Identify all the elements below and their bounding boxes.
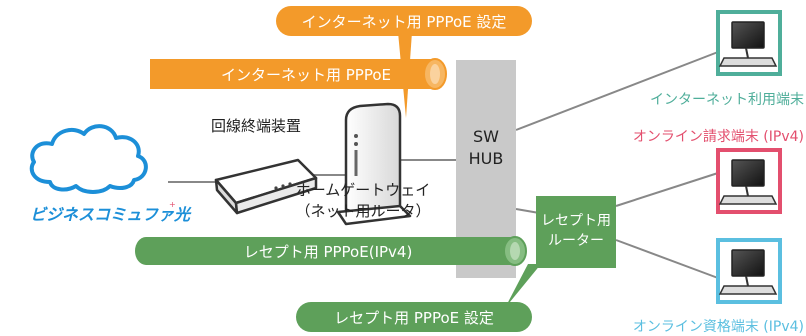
- receipt-pppoe-label: レセプト用 PPPoE(IPv4): [244, 243, 413, 261]
- router-icon: [336, 102, 412, 226]
- internet-pppoe-tube: [150, 58, 447, 90]
- pc-icon: [716, 10, 782, 76]
- hgw-label-line1: ホームゲートウェイ: [296, 181, 431, 199]
- hgw-label-line2: （ネット用ルータ）: [295, 202, 430, 220]
- pc-icon: [716, 148, 782, 214]
- receipt-pppoe-tube: [135, 236, 527, 266]
- onu-device-icon: [214, 158, 318, 215]
- internet-setting-callout: [276, 6, 532, 118]
- onu-label: 回線終端装置: [211, 117, 301, 135]
- sw-hub-label-line2: HUB: [469, 149, 504, 168]
- receipt-router-label-line1: レセプト用: [541, 213, 611, 229]
- pc-icon: [716, 238, 782, 304]
- receipt-router: [536, 196, 616, 268]
- receipt-setting-callout: [296, 264, 541, 332]
- internet-setting-label: インターネット用 PPPoE 設定: [302, 13, 507, 31]
- cloud-icon: [29, 124, 148, 194]
- logo-sparkle-icon: +: [169, 200, 176, 209]
- internet-pppoe-label: インターネット用 PPPoE: [221, 66, 391, 84]
- qualification-terminal-label: オンライン資格端末 (IPv4): [633, 319, 804, 335]
- connection-lines: [168, 51, 719, 279]
- provider-logo: ビジネスコミュファ光: [30, 205, 192, 224]
- billing-terminal-label: オンライン請求端末 (IPv4): [633, 129, 804, 145]
- receipt-setting-label: レセプト用 PPPoE 設定: [334, 309, 494, 327]
- receipt-router-label-line2: ルーター: [548, 233, 604, 249]
- internet-terminal-label: インターネット利用端末: [650, 92, 804, 108]
- sw-hub-label-line1: SW: [473, 127, 499, 146]
